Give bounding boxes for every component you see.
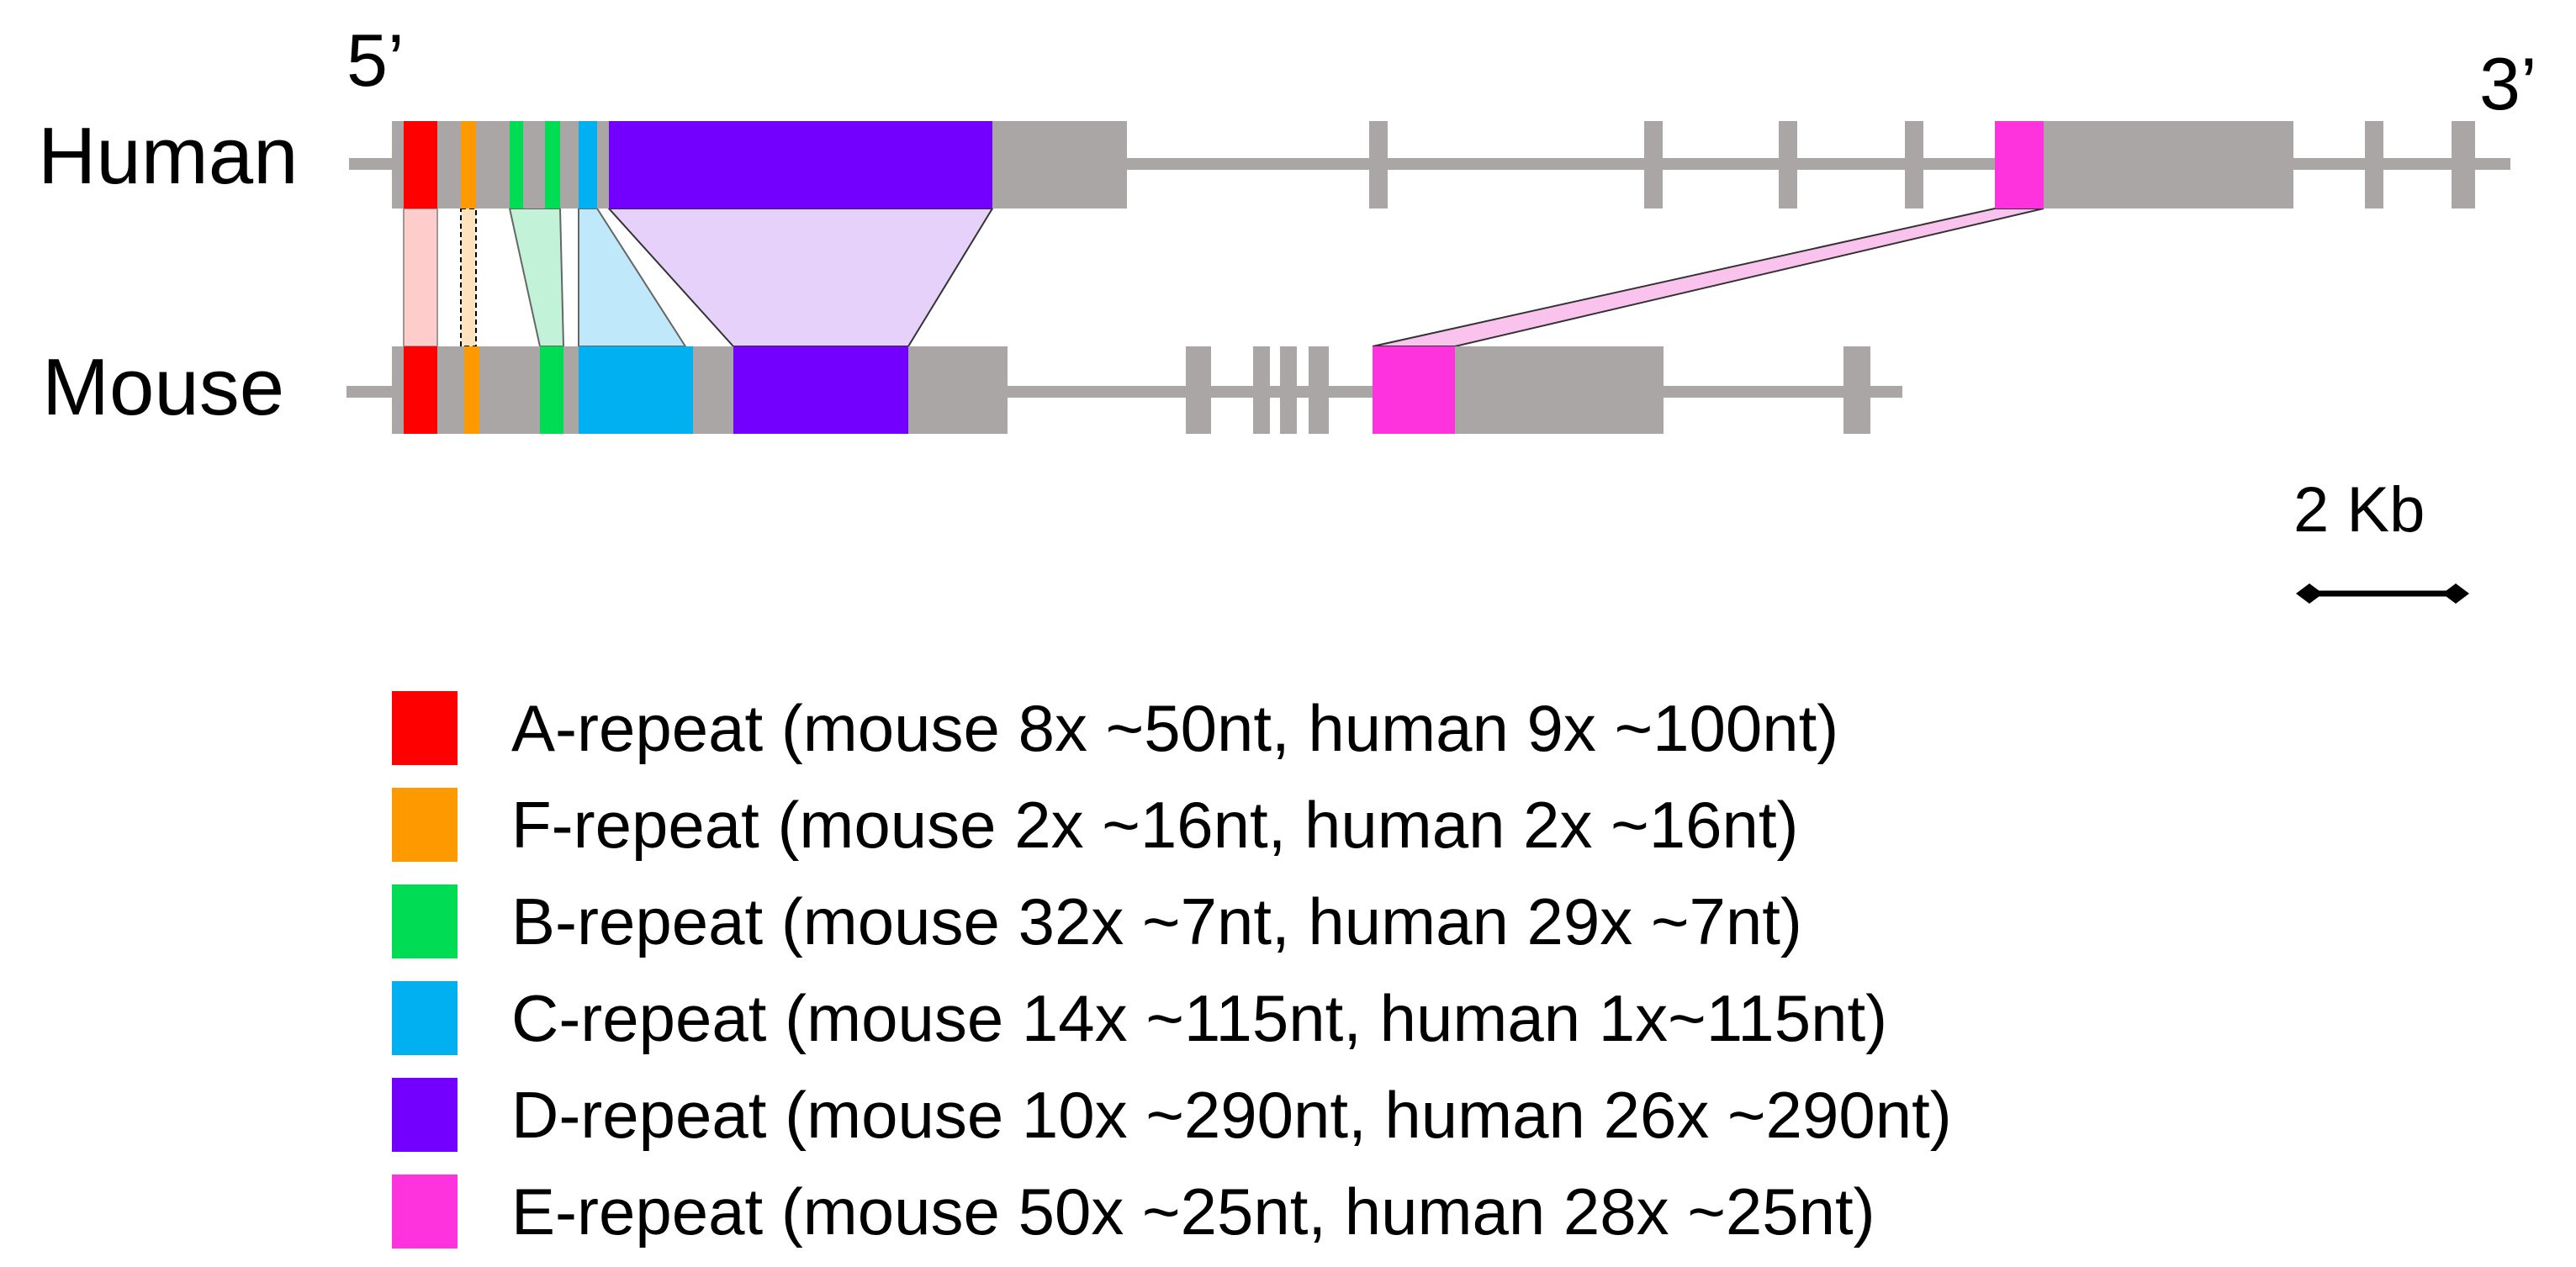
legend-label: F-repeat (mouse 2x ~16nt, human 2x ~16nt…	[511, 787, 1799, 862]
mouse-a-repeat	[404, 346, 437, 434]
mouse-c-repeat	[579, 346, 693, 434]
five-prime-label: 5’	[346, 18, 405, 102]
mouse-exon	[1280, 346, 1297, 434]
legend-label: B-repeat (mouse 32x ~7nt, human 29x ~7nt…	[511, 884, 1802, 958]
gene-structure-diagram: 5’ 3’ Human Mouse	[38, 18, 2537, 604]
human-exon	[1779, 121, 1797, 209]
mouse-b-repeat	[540, 346, 563, 434]
mouse-d-repeat	[733, 346, 908, 434]
mouse-exon	[1186, 346, 1211, 434]
mouse-exon	[1843, 346, 1870, 434]
human-exon	[2452, 121, 2475, 209]
legend-swatch	[392, 690, 458, 765]
human-f-repeat	[461, 121, 476, 209]
connector-b-repeat	[508, 208, 565, 347]
legend-item: D-repeat (mouse 10x ~290nt, human 26x ~2…	[392, 1066, 2410, 1163]
human-b-repeat	[510, 121, 523, 209]
human-d-repeat	[609, 121, 992, 209]
human-a-repeat	[404, 121, 437, 209]
human-c-repeat	[579, 121, 597, 209]
mouse-exon	[1309, 346, 1329, 434]
three-prime-label: 3’	[2479, 42, 2537, 125]
mouse-exon	[1253, 346, 1270, 434]
human-exon	[1905, 121, 1923, 209]
mouse-f-repeat	[464, 346, 479, 434]
mouse-exon-1	[392, 346, 1008, 434]
legend-item: B-repeat (mouse 32x ~7nt, human 29x ~7nt…	[392, 873, 2410, 969]
human-exon	[1644, 121, 1663, 209]
human-label: Human	[38, 111, 298, 201]
human-exon	[1369, 121, 1388, 209]
human-b-repeat	[545, 121, 560, 209]
legend-item: A-repeat (mouse 8x ~50nt, human 9x ~100n…	[392, 679, 2410, 776]
human-e-repeat	[1995, 121, 2044, 209]
legend-item: E-repeat (mouse 50x ~25nt, human 28x ~25…	[392, 1163, 2410, 1259]
mouse-e-repeat	[1373, 346, 1455, 434]
mouse-gene	[346, 346, 1902, 434]
connector-a-repeat	[403, 208, 438, 347]
legend: A-repeat (mouse 8x ~50nt, human 9x ~100n…	[392, 679, 2410, 1259]
legend-label: D-repeat (mouse 10x ~290nt, human 26x ~2…	[511, 1077, 1952, 1152]
human-exon-e-block	[1995, 121, 2293, 209]
connector-f-repeat	[460, 208, 477, 347]
legend-swatch	[392, 1174, 458, 1249]
legend-swatch	[392, 787, 458, 862]
human-exon	[2365, 121, 2383, 209]
legend-label: E-repeat (mouse 50x ~25nt, human 28x ~25…	[511, 1174, 1875, 1249]
legend-label: A-repeat (mouse 8x ~50nt, human 9x ~100n…	[511, 690, 1839, 765]
legend-swatch	[392, 980, 458, 1055]
legend-label: C-repeat (mouse 14x ~115nt, human 1x~115…	[511, 980, 1888, 1055]
scale-bar-label: 2 Kb	[2293, 474, 2425, 546]
scale-bar-left-end	[2296, 583, 2323, 604]
human-gene	[349, 121, 2510, 209]
scale-bar: 2 Kb	[2293, 474, 2469, 604]
legend-item: F-repeat (mouse 2x ~16nt, human 2x ~16nt…	[392, 776, 2410, 873]
legend-swatch	[392, 884, 458, 958]
connector-e-repeat	[1372, 208, 2044, 347]
homology-connectors	[403, 208, 2044, 347]
legend-item: C-repeat (mouse 14x ~115nt, human 1x~115…	[392, 969, 2410, 1066]
scale-bar-right-end	[2442, 583, 2469, 604]
legend-swatch	[392, 1077, 458, 1152]
mouse-label: Mouse	[42, 342, 284, 432]
